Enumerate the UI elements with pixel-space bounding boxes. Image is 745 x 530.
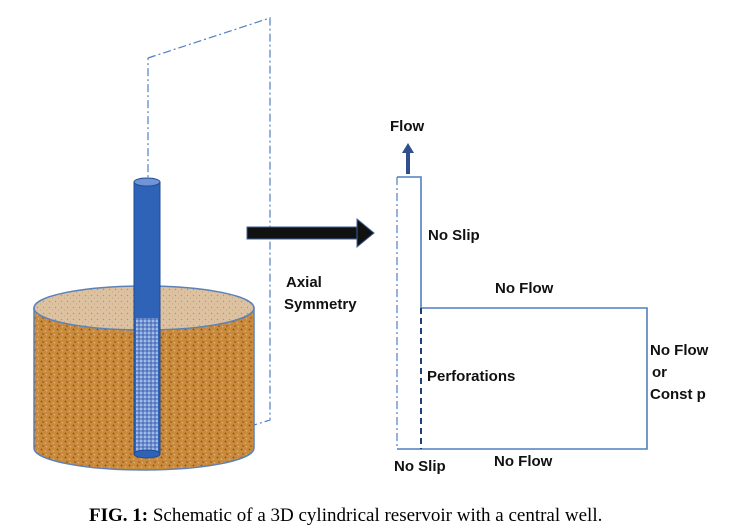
well-perforations: [136, 318, 158, 452]
no-flow-right-label-2: or: [652, 364, 667, 381]
no-slip-top-label: No Slip: [428, 227, 480, 244]
no-flow-right-label-3: Const p: [650, 386, 706, 403]
transform-arrow: [246, 217, 375, 249]
caption-prefix: FIG. 1:: [89, 505, 148, 526]
axisymmetric-domain: [396, 176, 648, 450]
no-flow-right-label-1: No Flow: [650, 342, 709, 359]
flow-arrow: [402, 143, 414, 174]
flow-label: Flow: [390, 118, 424, 135]
no-flow-top-label: No Flow: [495, 280, 554, 297]
no-slip-bottom-label: No Slip: [394, 458, 446, 475]
perforations-label: Perforations: [427, 368, 515, 385]
figure-caption: FIG. 1: Schematic of a 3D cylindrical re…: [89, 505, 602, 526]
domain-boundary: [397, 176, 648, 450]
axial-symmetry-label-line2: Symmetry: [284, 296, 357, 313]
caption-text: Schematic of a 3D cylindrical reservoir …: [148, 505, 602, 526]
well: [133, 177, 161, 459]
axial-symmetry-label-line1: Axial: [286, 274, 322, 291]
no-flow-bottom-label: No Flow: [494, 453, 553, 470]
